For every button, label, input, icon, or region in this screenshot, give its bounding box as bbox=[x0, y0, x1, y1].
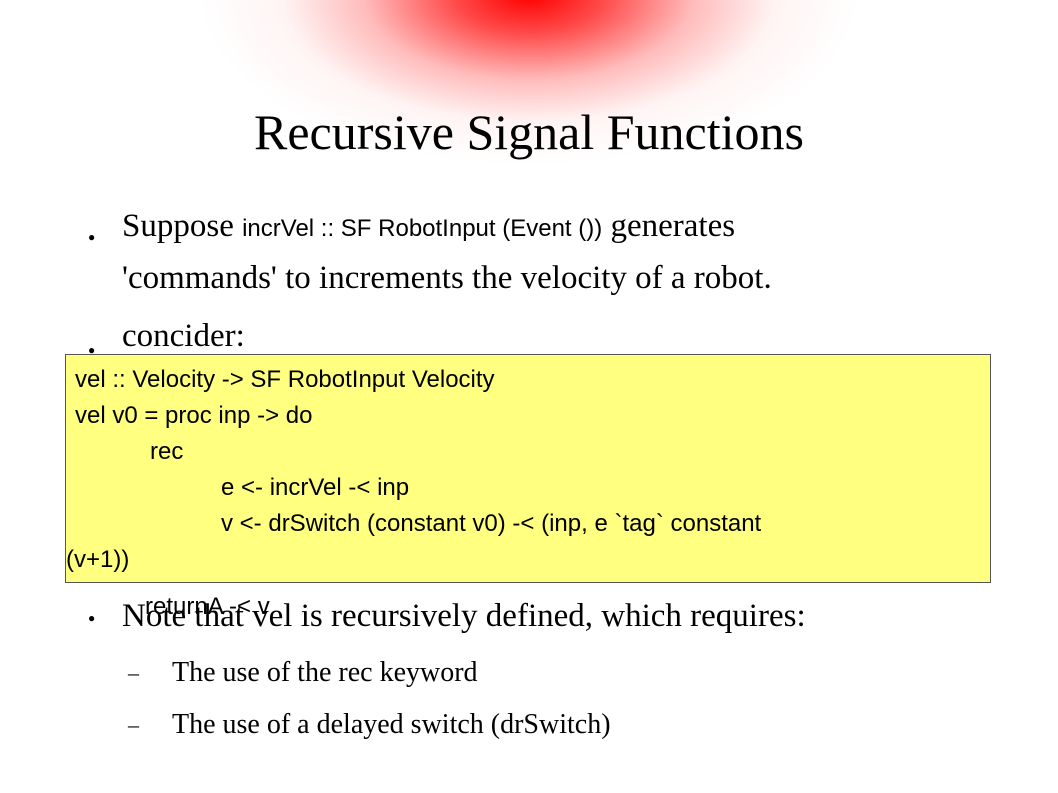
bullet-concider: concider: bbox=[122, 318, 245, 354]
code-line: vel :: Velocity -> SF RobotInput Velocit… bbox=[75, 366, 495, 393]
inline-code: incrVel :: SF RobotInput (Event ()) bbox=[242, 215, 603, 242]
code-line: (v+1)) bbox=[66, 546, 130, 573]
code-line: rec bbox=[150, 438, 184, 465]
code-block: vel :: Velocity -> SF RobotInput Velocit… bbox=[65, 354, 991, 583]
code-line: e <- incrVel -< inp bbox=[221, 474, 410, 501]
code-line: vel v0 = proc inp -> do bbox=[75, 402, 313, 429]
bullet-dot: ● bbox=[88, 343, 96, 357]
bullet-prefix: Suppose bbox=[122, 208, 243, 244]
sub-bullet-dash: – bbox=[128, 712, 139, 737]
sub-bullet-rec: The use of the rec keyword bbox=[172, 657, 478, 688]
bullet-incrvel-line2: 'commands' to increments the velocity of… bbox=[122, 260, 772, 296]
sub-bullet-drswitch: The use of a delayed switch (drSwitch) bbox=[172, 709, 611, 740]
slide-title: Recursive Signal Functions bbox=[254, 104, 804, 160]
bullet-dot: ● bbox=[88, 611, 96, 625]
bullet-incrvel: Suppose incrVel :: SF RobotInput (Event … bbox=[122, 206, 735, 249]
bullet-suffix: generates bbox=[602, 208, 736, 244]
bullet-dot: ● bbox=[88, 230, 96, 244]
header-glow bbox=[0, 0, 1058, 190]
sub-bullet-dash: – bbox=[128, 660, 139, 685]
bullet-note: Note that vel is recursively defined, wh… bbox=[122, 598, 806, 634]
code-line: v <- drSwitch (constant v0) -< (inp, e `… bbox=[221, 510, 762, 537]
code-overflow-line: returnA -< v bbox=[145, 593, 270, 620]
